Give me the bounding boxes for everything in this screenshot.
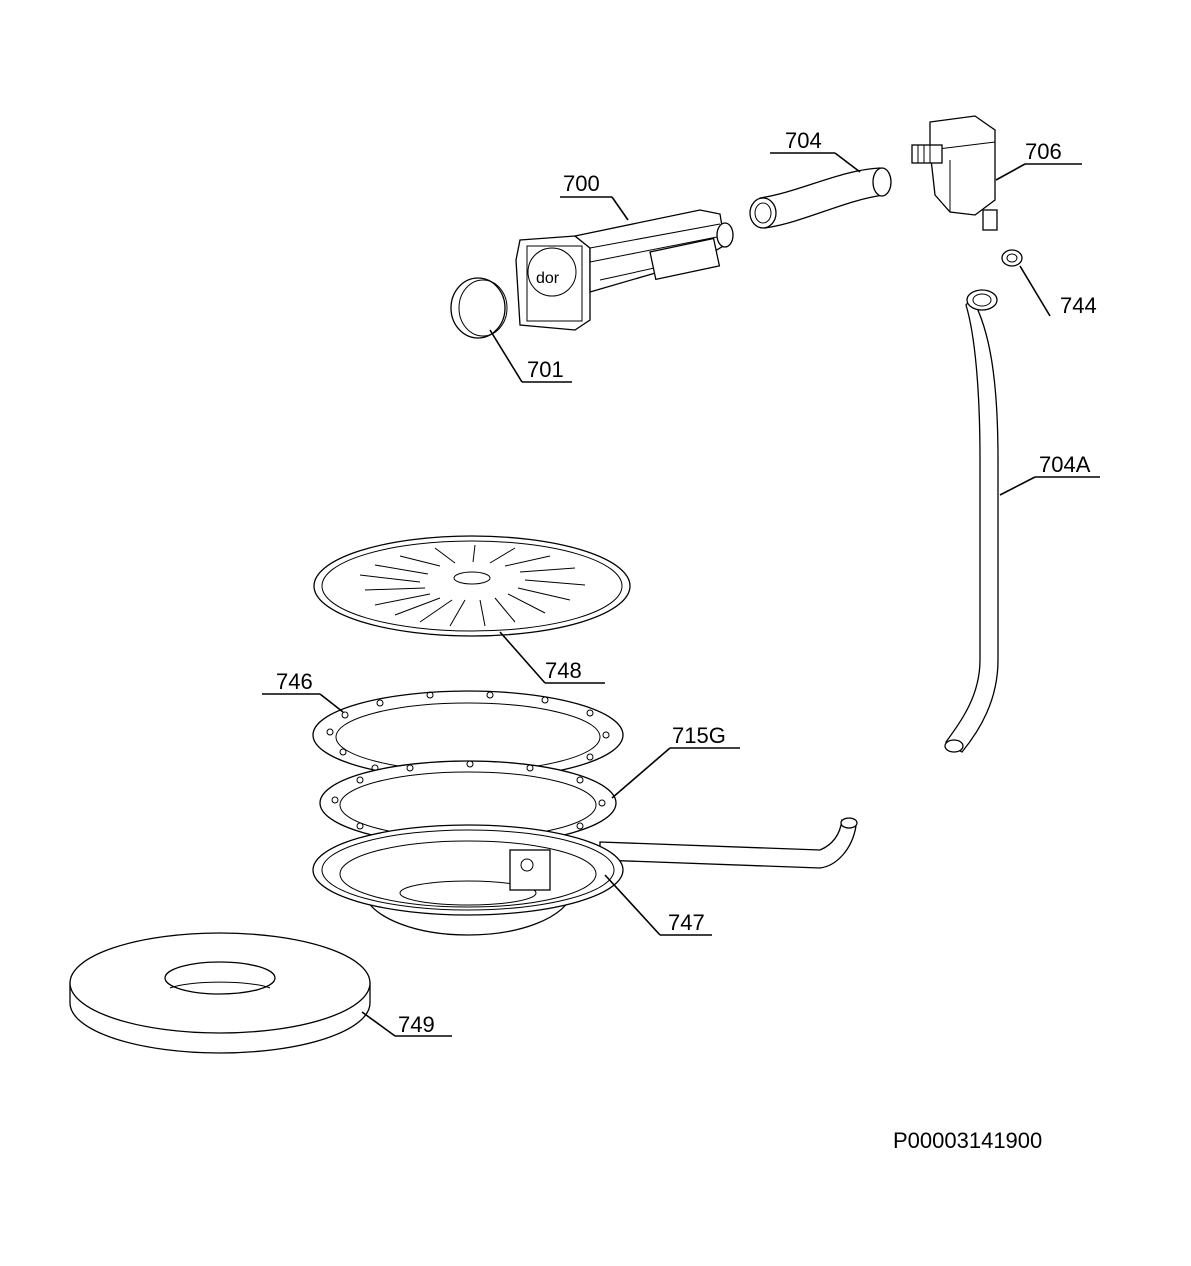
part-748-grille — [313, 535, 631, 637]
callout-715G: 715G — [672, 723, 726, 748]
part-701-cap — [450, 277, 508, 339]
callout-700: 700 — [563, 171, 600, 196]
callout-749: 749 — [398, 1012, 435, 1037]
callout-748: 748 — [545, 658, 582, 683]
part-744-clamp — [1001, 249, 1023, 267]
svg-text:dor: dor — [536, 270, 560, 287]
part-704A-long-hose — [944, 289, 999, 753]
callout-labels: 700 701 704 706 744 704A 748 746 715G 74… — [276, 128, 1097, 1037]
part-749-pad — [69, 932, 371, 1054]
part-704-hose — [749, 167, 892, 229]
leader-lines — [262, 152, 1100, 1037]
part-706-valve — [911, 115, 998, 231]
callout-746: 746 — [276, 669, 313, 694]
callout-701: 701 — [527, 357, 564, 382]
callout-704: 704 — [785, 128, 822, 153]
part-747-sump — [312, 817, 858, 936]
callout-747: 747 — [668, 910, 705, 935]
document-id: P00003141900 — [893, 1128, 1042, 1153]
callout-706: 706 — [1025, 139, 1062, 164]
callout-704A: 704A — [1039, 452, 1091, 477]
callout-744: 744 — [1060, 293, 1097, 318]
part-700-assembly: dor — [515, 209, 734, 331]
